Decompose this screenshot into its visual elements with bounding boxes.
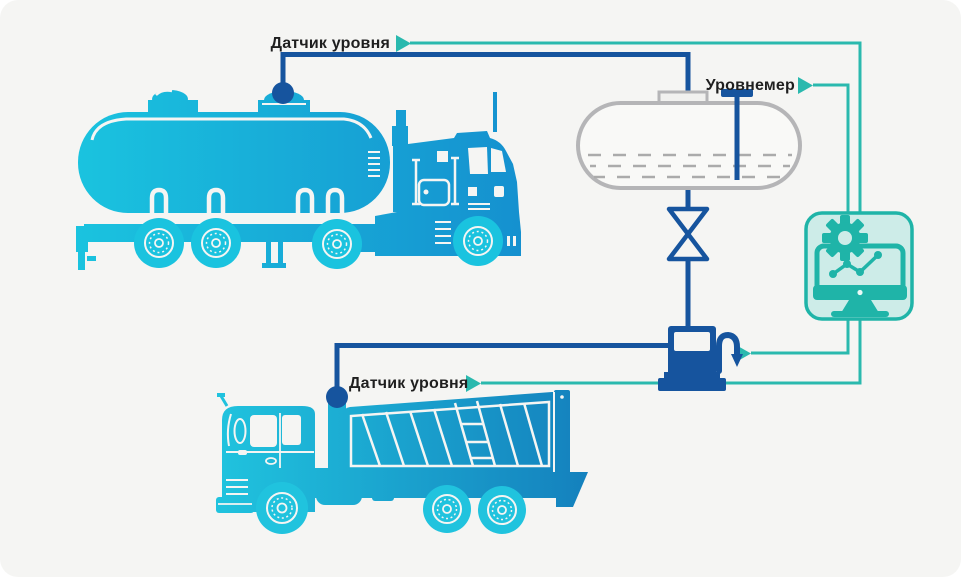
bed-ladder [453, 400, 497, 467]
tank-liquid-dashes [588, 153, 792, 179]
label-dump-truck-level-sensor: Датчик уровня [349, 375, 469, 392]
level-sensor-dot-dump-truck [326, 386, 348, 408]
right-arrow-icon [466, 375, 481, 392]
dispenser-nozzle [716, 331, 740, 374]
right-arrow-icon [798, 77, 813, 94]
tanker-truck [76, 89, 521, 270]
valve-icon [666, 206, 710, 262]
route-dump-sensor-to-dispenser [334, 343, 672, 399]
storage-tank [576, 89, 802, 190]
right-arrow-icon [396, 35, 411, 52]
tanker-wheels [134, 216, 503, 269]
label-level-gauge: Уровнемер [705, 77, 795, 94]
tank-body [576, 101, 802, 190]
dump-truck-wheels [256, 482, 526, 534]
level-gauge-dipstick [721, 89, 753, 180]
monitoring-computer-icon [804, 211, 914, 321]
fuel-dispenser-icon [658, 326, 743, 391]
dispenser-screen [674, 332, 710, 351]
level-sensor-dot-tanker [272, 82, 294, 104]
chart-line-icon [829, 251, 882, 278]
dump-truck [216, 390, 588, 534]
gear-icon [822, 215, 868, 261]
route-tanker-sensor-to-tank [280, 52, 691, 97]
dispenser-nozzle-spout [731, 354, 743, 367]
label-tanker-level-sensor: Датчик уровня [270, 35, 390, 52]
bed-ribs [360, 402, 544, 467]
